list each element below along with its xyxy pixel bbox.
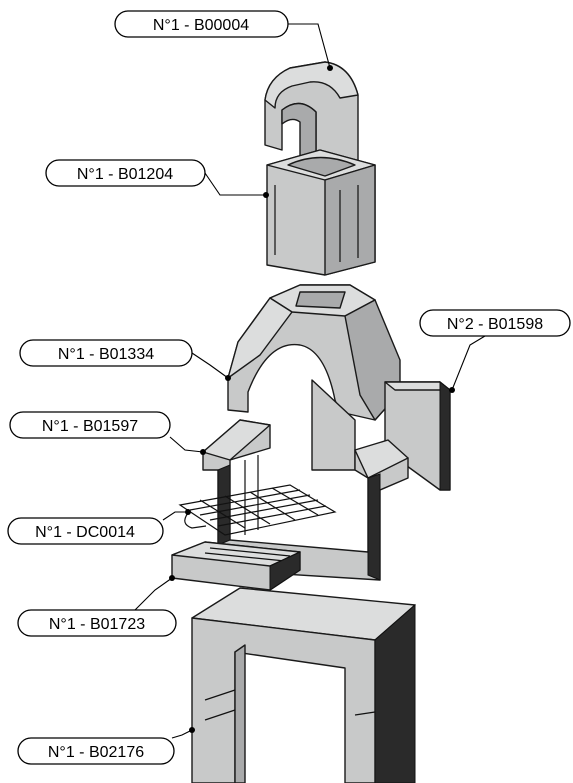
side-panel-part <box>384 380 451 491</box>
callout-hood-label: N°1 - B01334 <box>58 346 154 363</box>
callout-chimney-cap-label: N°1 - B00004 <box>153 17 249 34</box>
callout-ash-tray: N°1 - B01723 <box>17 575 177 637</box>
callout-chimney-flue: N°1 - B01204 <box>45 159 269 198</box>
callout-grill-grate-label: N°1 - DC0014 <box>35 524 135 541</box>
chimney-flue-part <box>266 149 376 276</box>
hood-part <box>227 284 401 471</box>
callout-left-wall: N°1 - B01597 <box>9 411 206 455</box>
left-wall-part <box>202 419 409 581</box>
callout-grill-grate: N°1 - DC0014 <box>7 509 191 545</box>
callout-base: N°1 - B02176 <box>17 727 195 765</box>
callout-ash-tray-label: N°1 - B01723 <box>49 616 145 633</box>
callout-side-panel: N°2 - B01598 <box>419 309 571 393</box>
callout-chimney-cap: N°1 - B00004 <box>114 10 333 71</box>
grill-grate-part <box>178 484 337 536</box>
callout-base-label: N°1 - B02176 <box>48 744 144 761</box>
ash-tray-part <box>171 541 301 591</box>
base-part <box>191 587 416 783</box>
callout-side-panel-label: N°2 - B01598 <box>447 316 543 333</box>
callout-left-wall-label: N°1 - B01597 <box>42 418 138 435</box>
callout-hood: N°1 - B01334 <box>19 339 231 381</box>
callout-chimney-flue-label: N°1 - B01204 <box>77 166 173 183</box>
